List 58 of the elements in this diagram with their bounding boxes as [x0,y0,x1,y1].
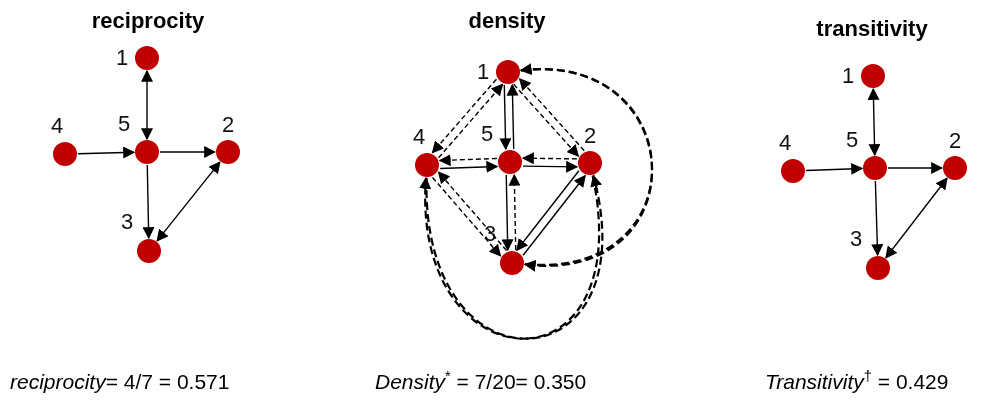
network-node [943,156,967,180]
arrow [516,170,580,252]
network-node [135,140,159,164]
arrow [437,83,504,159]
graph-title: transitivity [816,16,928,42]
node-number: 4 [412,126,426,148]
arrow [156,161,221,242]
node-number: 1 [115,47,129,69]
arrow [805,162,864,175]
node-number: 2 [221,114,235,136]
arrow [506,83,519,150]
graph-title: reciprocity [91,8,205,34]
node-number: 5 [480,123,494,145]
network-node [861,64,885,88]
network-node [866,256,890,280]
arrow [522,174,586,256]
network-node [578,151,602,175]
arrow [887,162,944,174]
network-node [498,150,522,174]
node-number: 1 [476,61,490,83]
arrow [501,174,514,252]
network-node [496,60,520,84]
formula-text: Density$^{*}$ = 7/20= 0.350 [375,370,587,394]
network-node [53,142,77,166]
node-number: 3 [849,228,863,250]
node-number: 4 [778,132,792,154]
arrow [499,84,512,151]
node-number: 5 [845,129,859,151]
network-node [415,153,439,177]
arrow [77,146,136,159]
arrow [142,164,155,240]
arrow [431,78,498,154]
network-node [135,46,159,70]
arrow [438,154,498,167]
arrow [159,146,217,158]
graph-title: density [468,8,546,34]
arrow [437,171,508,252]
network-node [781,159,805,183]
node-number: 4 [50,115,64,137]
arrow [885,177,948,259]
formula-text: Transitivity$^{†}$ = 0.429 [765,370,949,394]
node-number: 2 [948,130,962,152]
arrow [521,152,578,165]
network-node [863,156,887,180]
node-number: 1 [841,65,855,87]
node-number: 2 [583,125,597,147]
arrow [141,69,153,141]
network-node [137,239,161,263]
arrow [522,160,579,173]
node-number: 3 [120,211,134,233]
node-number: 5 [117,113,131,135]
arrow [508,173,521,251]
network-node [216,140,240,164]
formula-text: reciprocity= 4/7 = 0.571 [10,370,230,394]
arrow [867,87,881,157]
arrow [871,180,884,257]
network-node [500,251,524,275]
arrow [439,160,499,173]
